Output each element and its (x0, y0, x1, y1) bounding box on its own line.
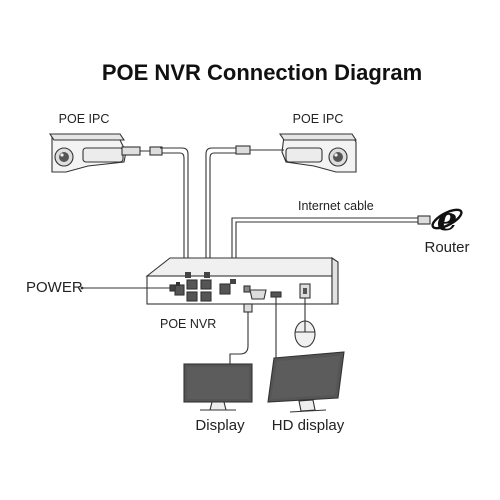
display-monitor (183, 363, 253, 411)
monitor-icon (183, 363, 253, 411)
display-label: Display (195, 417, 245, 434)
power-cable (80, 284, 176, 292)
bullet-camera-icon (278, 133, 358, 173)
power-label: POWER (26, 279, 83, 296)
camera-left-label: POE IPC (59, 112, 110, 126)
internet-cable-label: Internet cable (298, 199, 374, 213)
nvr-label: POE NVR (160, 317, 216, 331)
nvr-device (145, 256, 339, 305)
hd-display-monitor (267, 351, 345, 413)
monitor-icon (267, 351, 345, 413)
router: e Router (424, 200, 469, 256)
internet-explorer-e-icon: e (431, 200, 463, 238)
diagram-title: POE NVR Connection Diagram (102, 60, 422, 85)
camera-right-label: POE IPC (293, 112, 344, 126)
camera-cables (160, 147, 236, 272)
hd-display-cable (275, 297, 290, 361)
hd-display-label: HD display (272, 417, 345, 434)
mouse (294, 298, 316, 348)
display-cable (229, 303, 253, 364)
bullet-camera-icon (48, 133, 141, 173)
mouse-icon (294, 320, 316, 348)
svg-text:e: e (437, 200, 457, 238)
router-label: Router (424, 239, 469, 256)
camera-right (235, 133, 358, 173)
camera-left (48, 133, 163, 173)
